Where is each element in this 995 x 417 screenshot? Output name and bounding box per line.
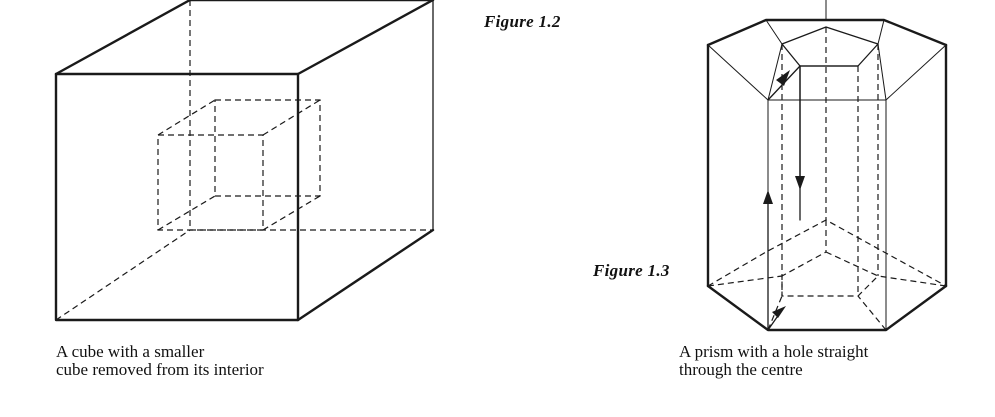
prism-bottom-bevel: [857, 295, 887, 331]
prism-top-bevel: [877, 43, 887, 101]
figure-1-2-label: Figure 1.2: [484, 12, 561, 31]
prism-top-outer-edge: [706, 18, 948, 47]
outer-cube-top-right-edge: [296, 0, 435, 76]
prism-top-hole: [781, 26, 879, 67]
loop-arrow-up: [763, 190, 773, 204]
loop-arrow-top: [776, 70, 790, 86]
inner-cube-edge: [262, 99, 321, 136]
prism-bottom-bevel: [877, 275, 947, 287]
outer-cube-right-bottom-edge: [296, 228, 435, 322]
prism-bottom-outer-edge: [706, 284, 948, 332]
loop-arrow-bottom: [772, 306, 786, 318]
figure-1-3-label: Figure 1.3: [593, 261, 670, 280]
caption-line: cube removed from its interior: [56, 360, 264, 379]
prism-top-bevel: [765, 19, 783, 45]
loop-arrow-down: [795, 176, 805, 190]
outer-cube-top-left-edge: [54, 0, 192, 76]
figure-1-3-caption: A prism with a hole straight through the…: [679, 343, 868, 379]
inner-cube-edge: [157, 99, 216, 136]
prism-bottom-bevel: [707, 275, 783, 287]
inner-cube-back-face: [214, 99, 321, 197]
prism-top-bevel: [707, 44, 769, 101]
prism-top-bevel: [877, 19, 885, 45]
prism-top-bevel: [885, 44, 947, 101]
inner-cube-edge: [157, 195, 216, 231]
prism-bottom-hole: [781, 251, 880, 297]
outer-cube-hidden-left-bottom: [55, 229, 191, 321]
caption-line: A prism with a hole straight: [679, 342, 869, 361]
caption-line: A cube with a smaller: [56, 342, 205, 361]
caption-line: through the centre: [679, 360, 803, 379]
prism-bottom-bevel: [767, 295, 783, 331]
figure-1-2-caption: A cube with a smaller cube removed from …: [56, 343, 264, 379]
prism-top-bevel: [767, 43, 783, 101]
inner-cube-edge: [262, 195, 321, 231]
